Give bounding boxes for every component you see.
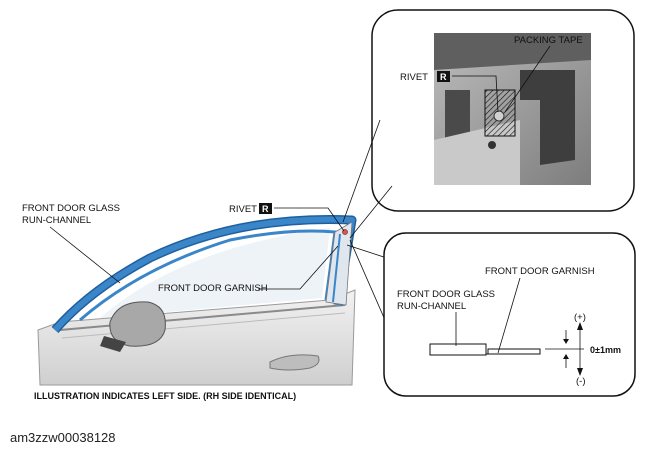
door-belt-line — [59, 304, 346, 331]
section-run-channel — [429, 343, 487, 356]
leader-run-channel — [49, 226, 121, 284]
front-door-garnish — [325, 221, 353, 306]
label-front-door-garnish: FRONT DOOR GARNISH — [158, 283, 268, 294]
leader-packing-tape — [504, 45, 551, 113]
rivet-badge: R — [262, 204, 269, 214]
label-tolerance: 0±1mm — [590, 345, 621, 355]
door-glass — [100, 228, 330, 318]
leader-rivet — [274, 207, 345, 232]
label-run-channel-line2: RUN-CHANNEL — [22, 215, 91, 226]
car-door-illustration — [37, 215, 357, 386]
leader-section-garnish — [497, 277, 521, 354]
callout-connector-top-a — [342, 119, 381, 223]
figure-id: am3zzw00038128 — [10, 430, 116, 445]
label-minus: (-) — [576, 376, 586, 387]
label-run-channel-line1: FRONT DOOR GLASS — [22, 203, 120, 214]
leader-garnish — [258, 245, 339, 290]
leader-inset-rivet — [452, 75, 499, 113]
label-inset-rivet: RIVET — [400, 72, 428, 83]
label-packing-tape: PACKING TAPE — [514, 35, 583, 46]
label-plus: (+) — [574, 312, 586, 323]
door-handle — [269, 354, 320, 371]
label-section-run-line2: RUN-CHANNEL — [397, 301, 466, 312]
section-garnish — [487, 348, 541, 355]
inset-rivet — [493, 110, 505, 122]
label-section-run-line1: FRONT DOOR GLASS — [397, 289, 495, 300]
callout-connector-bottom-a — [349, 239, 386, 321]
callout-connector-top-b — [349, 185, 393, 239]
label-section-garnish: FRONT DOOR GARNISH — [485, 266, 595, 277]
inset-rivet-badge: R — [440, 72, 447, 82]
rivet-badge-box — [259, 203, 272, 214]
label-rivet: RIVET — [229, 204, 257, 215]
inset-rivet-badge-box — [437, 71, 450, 82]
photo-inset — [371, 9, 635, 212]
caption: ILLUSTRATION INDICATES LEFT SIDE. (RH SI… — [34, 391, 296, 401]
